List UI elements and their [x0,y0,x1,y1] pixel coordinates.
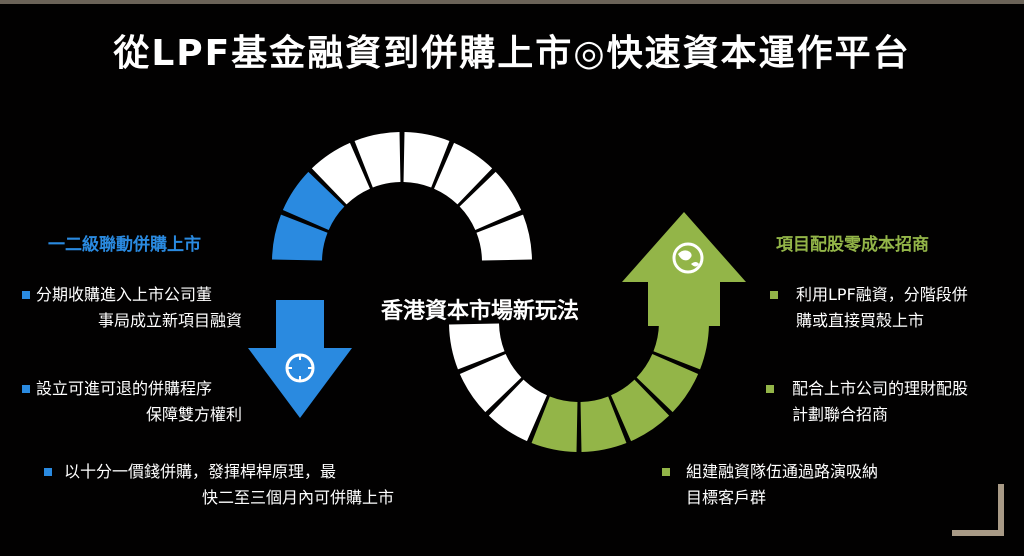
left-bullet-2: 設立可進可退的併購程序 保障雙方權利 [22,376,272,428]
bullet-square [770,291,778,299]
bullet-text: 事局成立新項目融資 [97,311,242,330]
bullet-text: 分期收購進入上市公司董 [36,285,213,304]
bullet-text: 快二至三個月內可併購上市 [201,488,394,507]
bullet-text: 配合上市公司的理財配股 [792,379,969,398]
compass-icon [285,353,315,383]
bullet-text: 以十分一價錢併購，發揮桿桿原理，最 [64,462,337,481]
right-heading: 項目配股零成本招商 [776,235,929,255]
left-bullet-3: 以十分一價錢併購，發揮桿桿原理，最 快二至三個月內可併購上市 [44,459,404,511]
bullet-text: 利用LPF融資，分階段併 [796,285,968,304]
arch-segment [311,142,370,205]
bullet-text: 購或直接買殼上市 [796,311,925,330]
bullet-text: 計劃聯合招商 [792,405,889,424]
arch-segment [459,354,522,413]
arch-segment [449,323,505,370]
bullet-text: 組建融資隊伍通過路演吸納 [686,462,879,481]
arch-segment [459,171,522,230]
arch-segment [488,379,547,442]
corner-bracket-decoration [952,484,1004,536]
arch-segment [434,142,493,205]
bullet-square [22,385,30,393]
arch-segment [653,323,709,370]
bullet-text: 保障雙方權利 [145,405,242,424]
right-bullet-1: 利用LPF融資，分階段併 購或直接買殼上市 [770,282,1020,334]
right-bullet-3: 組建融資隊伍通過路演吸納 目標客戶群 [662,459,962,511]
arch-segment [636,354,699,413]
arch-segment [282,171,345,230]
bullet-square [44,468,52,476]
left-bullet-1: 分期收購進入上市公司董 事局成立新項目融資 [22,282,272,334]
arch-segment [531,396,578,452]
arch-segment [403,132,450,188]
arch-segment [272,214,328,261]
page-title: 從LPF基金融資到併購上市◎快速資本運作平台 [113,33,911,74]
right-bullet-2: 配合上市公司的理財配股 計劃聯合招商 [766,376,1016,428]
right-up-arrow [622,212,746,326]
arch-segment [476,214,532,261]
globe-icon [672,242,704,274]
bullet-text: 目標客戶群 [686,488,767,507]
center-label: 香港資本市場新玩法 [380,299,579,324]
arch-segment [354,132,401,188]
arch-segment [611,379,670,442]
bullet-square [22,291,30,299]
left-heading: 一二級聯動併購上市 [48,235,201,255]
bullet-text: 設立可進可退的併購程序 [36,379,213,398]
arch-segment [580,396,627,452]
bullet-square [766,385,774,393]
top-strip [0,0,1024,4]
bullet-square [662,468,670,476]
